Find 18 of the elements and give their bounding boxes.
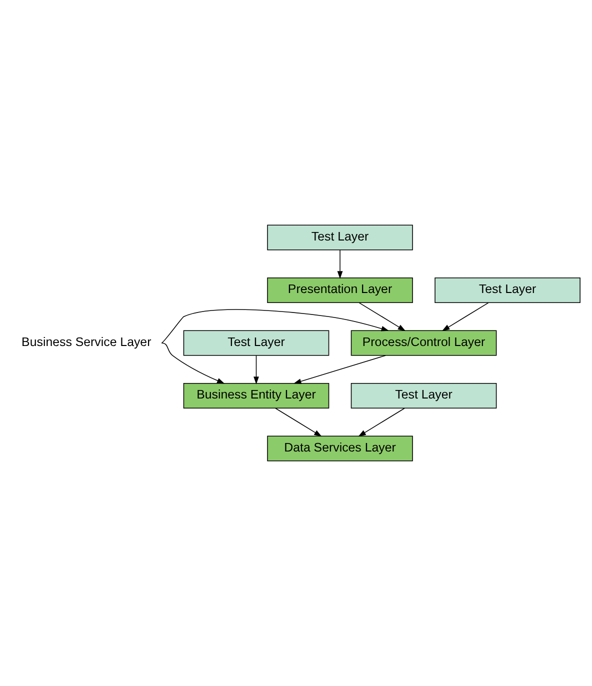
arrow [337,250,343,279]
node-box: Test Layer [183,330,330,356]
arrow [358,408,405,437]
arrow [442,302,489,332]
node-box: Test Layer [434,277,580,304]
node-text: Business Service Layer [22,334,152,349]
node-box: Test Layer [267,224,413,250]
node-box: Data Services Layer [267,436,413,462]
arrow [254,355,259,384]
node-box: Presentation Layer [267,277,413,304]
arrow [275,408,322,437]
node-box: Test Layer [350,382,497,409]
arrow [161,342,225,384]
arrow [293,355,386,384]
arrow [161,309,390,344]
node-box: Business Entity Layer [183,382,330,409]
arrow [358,302,406,332]
node-box: Process/Control Layer [350,330,497,356]
